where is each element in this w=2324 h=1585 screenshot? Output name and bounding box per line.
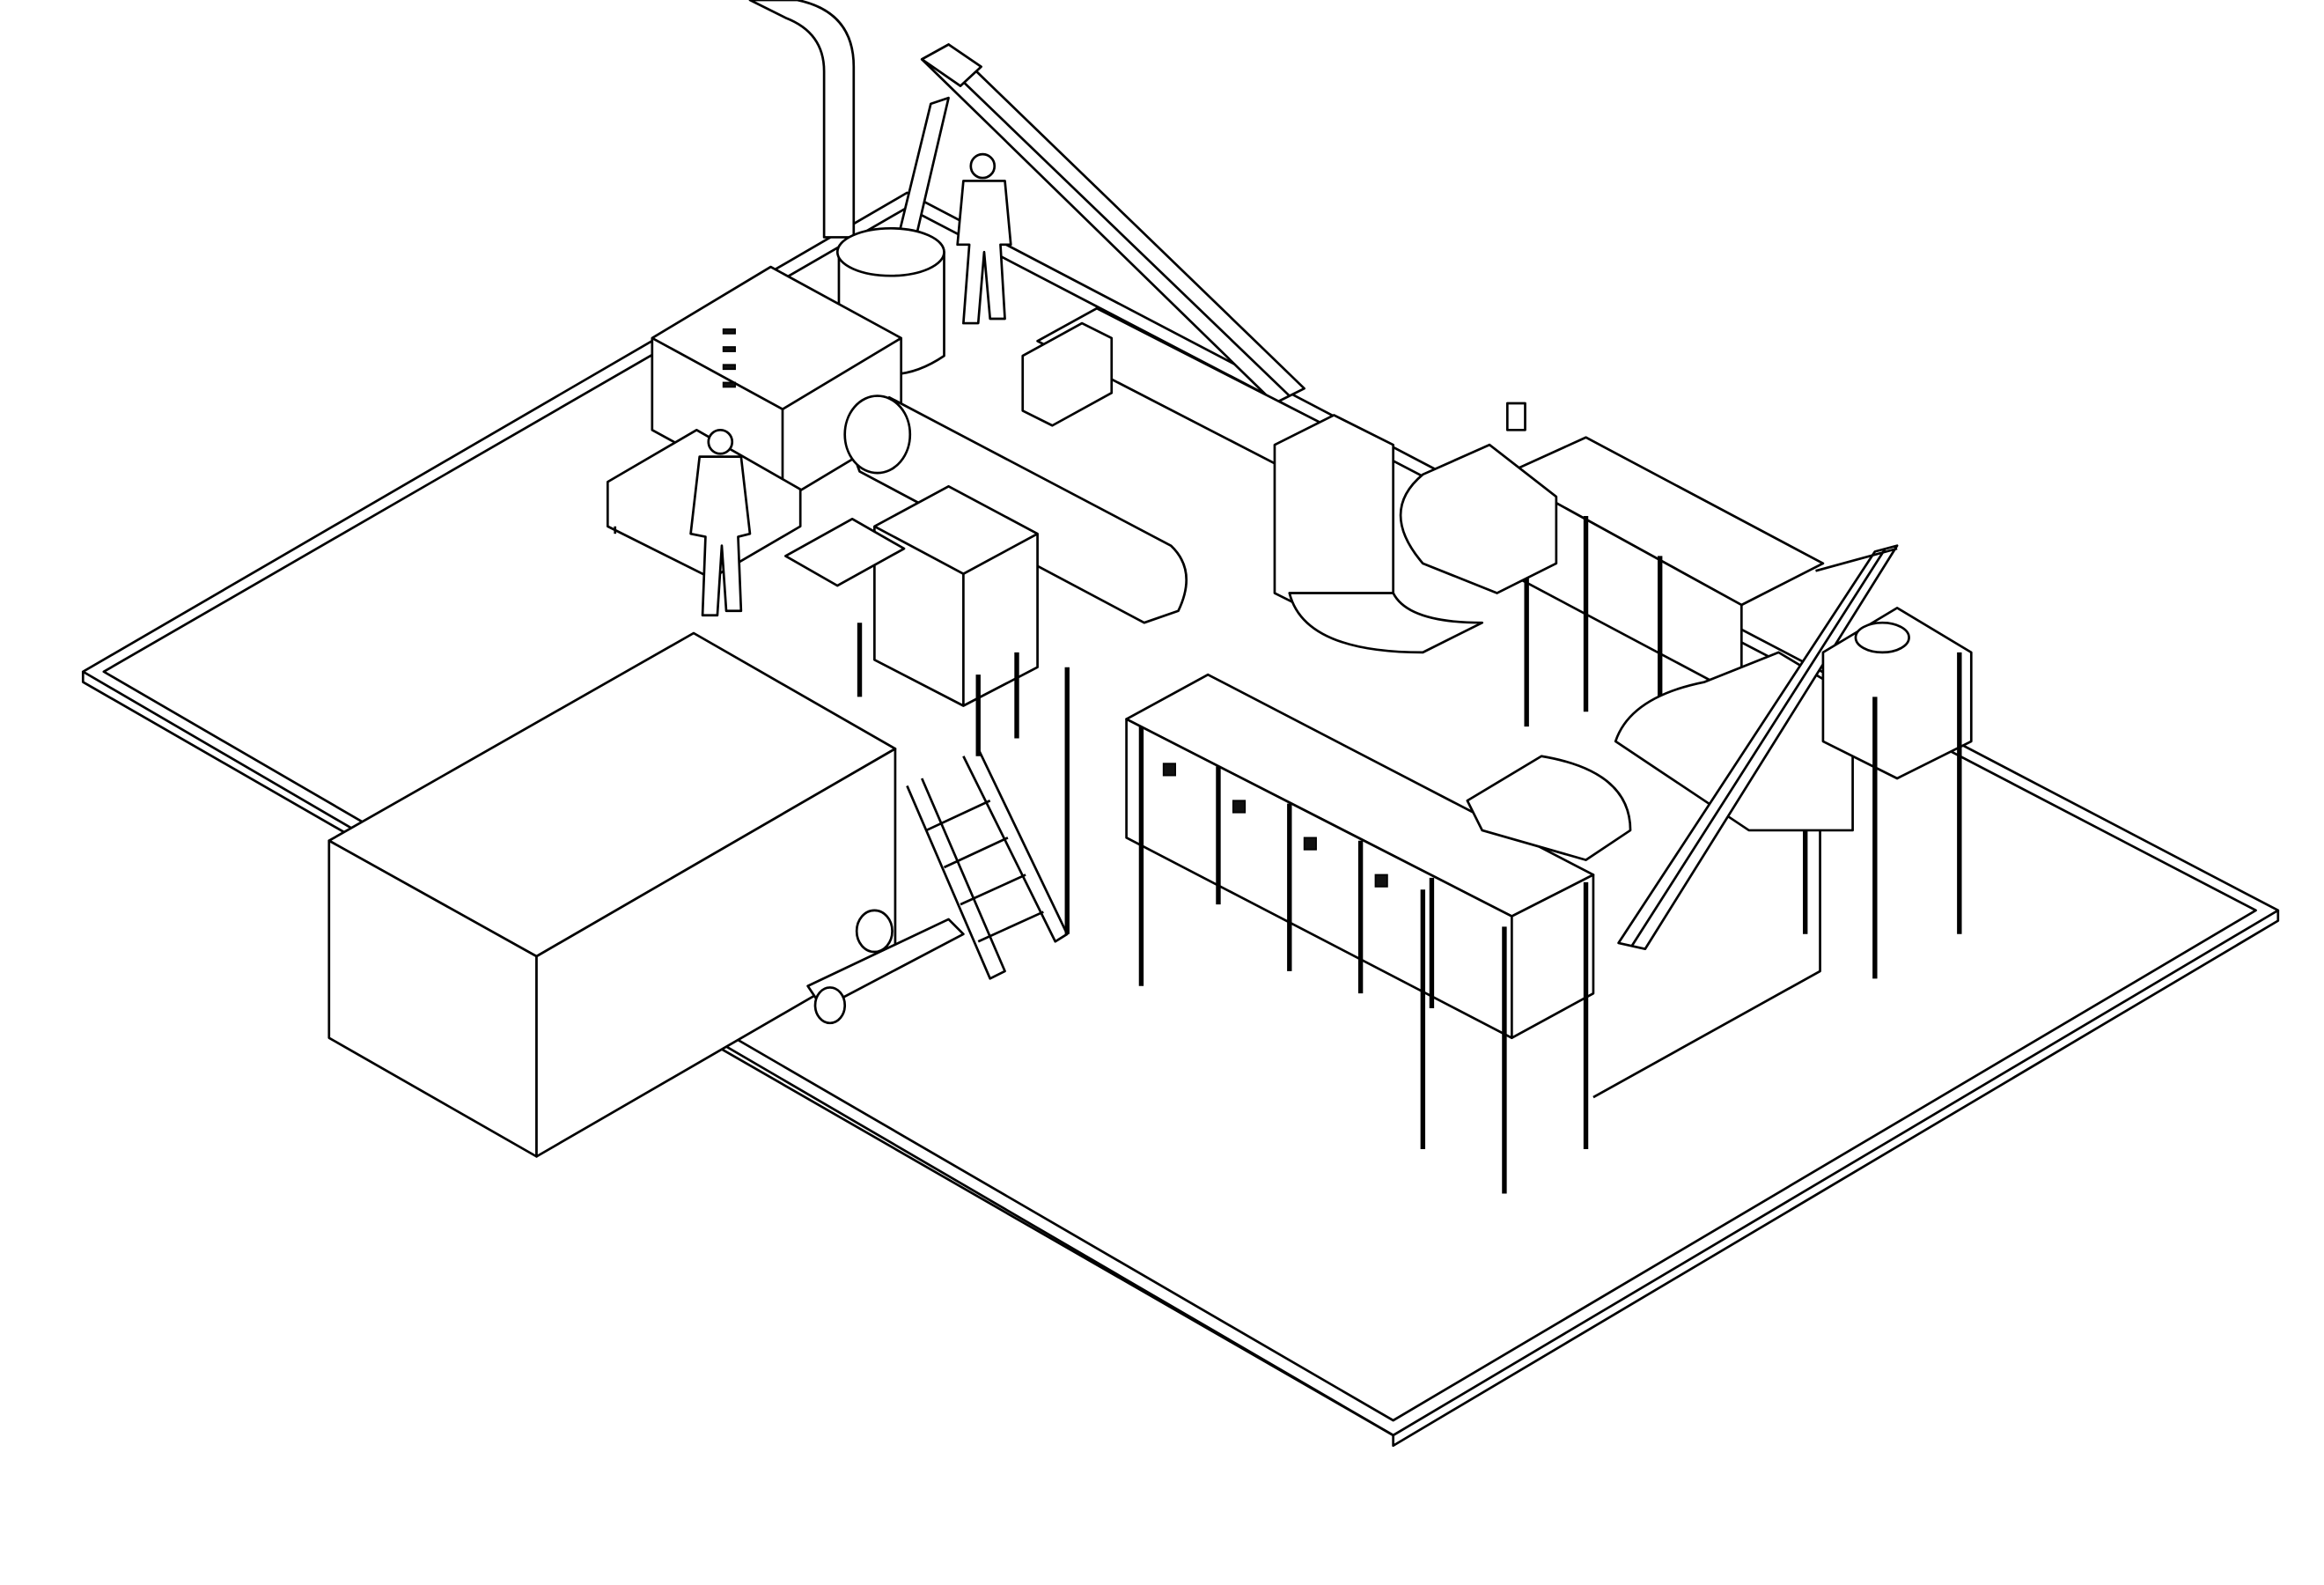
floor-slab	[81, 191, 2280, 1448]
inclined-conveyor-right	[1617, 544, 1899, 950]
dryer-unit-back	[1399, 402, 1825, 749]
person-operator-1	[956, 152, 1012, 325]
inclined-belt-conveyor	[896, 43, 1305, 405]
large-storage-container	[327, 631, 897, 1158]
person-operator-2	[689, 428, 752, 617]
access-staircase	[906, 748, 1069, 980]
washing-tank	[784, 484, 1039, 756]
dryer-unit-front	[1064, 667, 1595, 1194]
square-air-duct	[1021, 306, 1484, 654]
exhaust-pipe	[748, 0, 856, 239]
screw-feed-pump	[806, 909, 965, 1025]
dryer-inspection-windows	[1162, 763, 1388, 888]
discharge-frame	[1592, 607, 1973, 1099]
control-panel-slots	[722, 328, 736, 388]
round-air-duct	[843, 394, 1188, 624]
